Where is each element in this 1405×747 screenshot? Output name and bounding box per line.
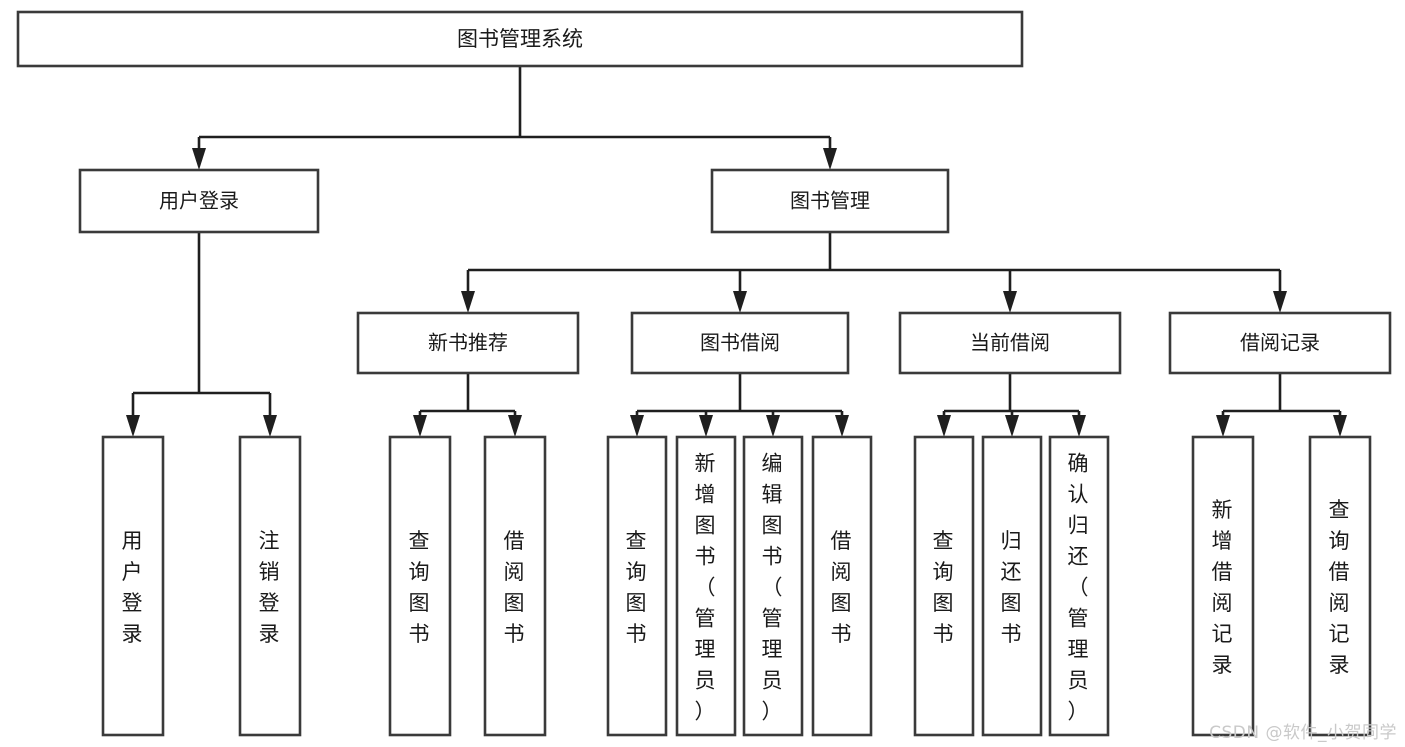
node-leaf-leaf-query-book-2-rect[interactable]: [606, 435, 668, 737]
arrow-down-icon-book-borrow-1: [699, 415, 713, 437]
node-leaf-leaf-user-login-rect[interactable]: [101, 435, 165, 737]
arrow-down-icon-current-borrow-1: [1005, 415, 1019, 437]
node-level1-book-manage-label: 图书管理: [790, 189, 870, 213]
node-leaf-leaf-borrow-book-2[interactable]: 借阅图书: [811, 435, 873, 737]
arrow-down-icon-userlogin-1: [263, 415, 277, 437]
node-leaf-leaf-query-record[interactable]: 查询借阅记录: [1308, 435, 1372, 737]
node-level2-current-borrow[interactable]: 当前借阅: [898, 311, 1122, 375]
node-root[interactable]: 图书管理系统: [16, 10, 1024, 68]
node-leaf-leaf-add-record-label: 新增借阅记录: [1212, 498, 1235, 677]
node-leaf-leaf-edit-book-rect[interactable]: [742, 435, 804, 737]
node-leaf-leaf-query-book-1[interactable]: 查询图书: [388, 435, 452, 737]
node-leaf-leaf-add-record[interactable]: 新增借阅记录: [1191, 435, 1255, 737]
node-leaf-leaf-query-book-1-label: 查询图书: [409, 529, 432, 646]
arrow-down-icon-level2-0: [461, 291, 475, 313]
node-leaf-leaf-user-logout-rect[interactable]: [238, 435, 302, 737]
node-leaf-leaf-borrow-book-1[interactable]: 借阅图书: [483, 435, 547, 737]
node-leaf-leaf-query-book-1-rect[interactable]: [388, 435, 452, 737]
node-leaf-leaf-query-book-2-label: 查询图书: [626, 529, 649, 646]
node-level2-current-borrow-rect[interactable]: [898, 311, 1122, 375]
node-level2-new-book-recommend-rect[interactable]: [356, 311, 580, 375]
node-leaf-leaf-return-book[interactable]: 归还图书: [981, 435, 1043, 737]
node-leaf-leaf-add-book-rect[interactable]: [675, 435, 737, 737]
node-leaf-leaf-return-book-rect[interactable]: [981, 435, 1043, 737]
arrow-down-icon-level2-1: [733, 291, 747, 313]
arrow-down-icon-userlogin-0: [126, 415, 140, 437]
arrow-down-icon-level2-2: [1003, 291, 1017, 313]
node-leaf-leaf-query-record-label: 查询借阅记录: [1329, 498, 1352, 677]
node-leaf-leaf-user-logout-label: 注销登录: [259, 529, 282, 646]
nodes-layer: 图书管理系统用户登录图书管理新书推荐图书借阅当前借阅借阅记录用户登录注销登录查询…: [16, 10, 1392, 737]
arrow-down-icon-book-borrow-3: [835, 415, 849, 437]
node-leaf-leaf-user-login-label: 用户登录: [122, 529, 145, 646]
node-leaf-leaf-add-book-label: 新增图书（管理员）: [695, 452, 718, 724]
arrow-down-icon-current-borrow-2: [1072, 415, 1086, 437]
node-leaf-leaf-confirm-return-label: 确认归还（管理员）: [1068, 452, 1091, 724]
node-level1-book-manage[interactable]: 图书管理: [710, 168, 950, 234]
node-level2-new-book-recommend[interactable]: 新书推荐: [356, 311, 580, 375]
node-level2-borrow-record-rect[interactable]: [1168, 311, 1392, 375]
node-leaf-leaf-edit-book[interactable]: 编辑图书（管理员）: [742, 435, 804, 737]
node-level2-borrow-record-label: 借阅记录: [1240, 331, 1320, 355]
node-leaf-leaf-user-logout[interactable]: 注销登录: [238, 435, 302, 737]
node-leaf-leaf-borrow-book-1-rect[interactable]: [483, 435, 547, 737]
node-level1-user-login-rect[interactable]: [78, 168, 320, 234]
arrow-down-icon-new-book-recommend-0: [413, 415, 427, 437]
node-leaf-leaf-borrow-book-2-label: 借阅图书: [831, 529, 854, 646]
node-leaf-leaf-query-book-3[interactable]: 查询图书: [913, 435, 975, 737]
arrow-down-icon-current-borrow-0: [937, 415, 951, 437]
node-level2-book-borrow[interactable]: 图书借阅: [630, 311, 850, 375]
node-level2-new-book-recommend-label: 新书推荐: [428, 331, 508, 355]
arrow-down-icon-new-book-recommend-1: [508, 415, 522, 437]
node-level1-book-manage-rect[interactable]: [710, 168, 950, 234]
node-leaf-leaf-query-book-3-label: 查询图书: [933, 529, 956, 646]
node-leaf-leaf-confirm-return[interactable]: 确认归还（管理员）: [1048, 435, 1110, 737]
connectors-layer: [126, 66, 1347, 437]
arrow-down-icon-level2-3: [1273, 291, 1287, 313]
arrow-down-icon-level1-1: [823, 148, 837, 170]
arrow-down-icon-book-borrow-2: [766, 415, 780, 437]
node-leaf-leaf-edit-book-label: 编辑图书（管理员）: [762, 452, 785, 724]
node-leaf-leaf-return-book-label: 归还图书: [1001, 529, 1024, 646]
node-level1-user-login-label: 用户登录: [159, 189, 239, 213]
node-level2-book-borrow-rect[interactable]: [630, 311, 850, 375]
arrow-down-icon-book-borrow-0: [630, 415, 644, 437]
node-level1-user-login[interactable]: 用户登录: [78, 168, 320, 234]
node-leaf-leaf-user-login[interactable]: 用户登录: [101, 435, 165, 737]
node-leaf-leaf-query-book-2[interactable]: 查询图书: [606, 435, 668, 737]
node-level2-borrow-record[interactable]: 借阅记录: [1168, 311, 1392, 375]
node-leaf-leaf-borrow-book-1-label: 借阅图书: [504, 529, 527, 646]
node-leaf-leaf-confirm-return-rect[interactable]: [1048, 435, 1110, 737]
node-root-rect[interactable]: [16, 10, 1024, 68]
node-leaf-leaf-borrow-book-2-rect[interactable]: [811, 435, 873, 737]
node-leaf-leaf-query-record-rect[interactable]: [1308, 435, 1372, 737]
arrow-down-icon-level1-0: [192, 148, 206, 170]
node-leaf-leaf-query-book-3-rect[interactable]: [913, 435, 975, 737]
node-level2-book-borrow-label: 图书借阅: [700, 331, 780, 355]
arrow-down-icon-borrow-record-1: [1333, 415, 1347, 437]
arrow-down-icon-borrow-record-0: [1216, 415, 1230, 437]
node-leaf-leaf-add-record-rect[interactable]: [1191, 435, 1255, 737]
node-leaf-leaf-add-book[interactable]: 新增图书（管理员）: [675, 435, 737, 737]
node-root-label: 图书管理系统: [457, 27, 583, 51]
node-level2-current-borrow-label: 当前借阅: [970, 331, 1050, 355]
